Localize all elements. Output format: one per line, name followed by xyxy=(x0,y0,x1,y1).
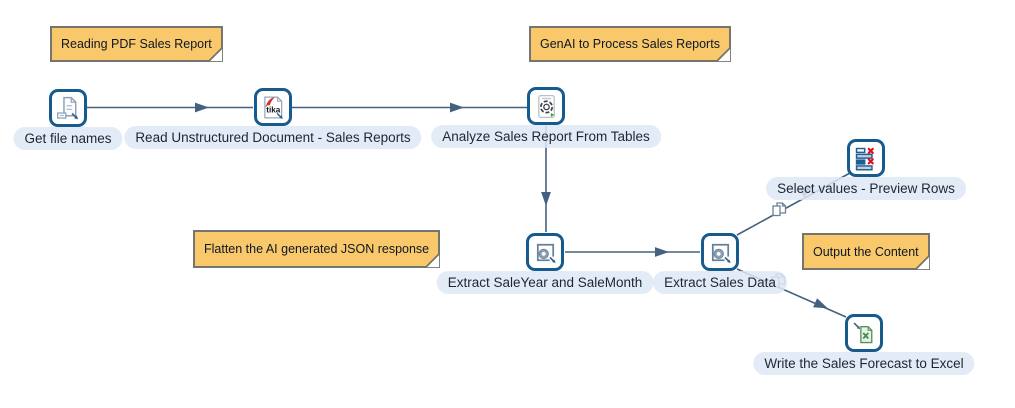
svg-text:tika: tika xyxy=(266,105,281,114)
folded-corner-icon xyxy=(715,47,731,62)
annotation-text: GenAI to Process Sales Reports xyxy=(540,37,720,51)
connector-get-file-names-to-read-unstructured[interactable] xyxy=(87,102,253,113)
node-select-values[interactable] xyxy=(847,139,885,177)
node-extract-saleyear[interactable] xyxy=(526,233,564,271)
openai-genai-icon xyxy=(537,94,555,118)
annotation-genai[interactable]: GenAI to Process Sales Reports xyxy=(529,26,731,62)
extract-table-icon xyxy=(536,243,556,263)
node-read-unstructured[interactable]: tika xyxy=(254,88,292,126)
node-label-extract-sales-data[interactable]: Extract Sales Data xyxy=(653,271,787,294)
select-values-rows-icon xyxy=(855,147,874,170)
tika-document-icon: tika xyxy=(263,95,283,119)
folded-corner-icon xyxy=(425,253,441,268)
node-label-analyze-sales-report[interactable]: Analyze Sales Report From Tables xyxy=(431,125,661,148)
annotation-output[interactable]: Output the Content xyxy=(802,233,930,270)
folded-corner-icon xyxy=(914,255,930,270)
connector-extract-saleyear-to-extract-sales-data[interactable] xyxy=(565,247,700,257)
node-label-read-unstructured[interactable]: Read Unstructured Document - Sales Repor… xyxy=(124,126,422,149)
annotation-text: Flatten the AI generated JSON response xyxy=(204,242,430,256)
folded-corner-icon xyxy=(207,47,223,62)
document-files-icon xyxy=(56,96,78,119)
annotation-reading-pdf[interactable]: Reading PDF Sales Report xyxy=(50,26,223,62)
node-label-extract-saleyear[interactable]: Extract SaleYear and SaleMonth xyxy=(436,271,654,294)
node-get-file-names[interactable] xyxy=(49,89,87,127)
node-analyze-sales-report[interactable] xyxy=(527,87,565,125)
annotation-text: Output the Content xyxy=(813,244,919,259)
connector-read-unstructured-to-analyze-sales-report[interactable] xyxy=(292,102,527,113)
excel-file-icon xyxy=(853,322,872,343)
annotation-flatten-json[interactable]: Flatten the AI generated JSON response xyxy=(193,230,441,268)
extract-table-icon xyxy=(711,243,731,263)
annotation-text: Reading PDF Sales Report xyxy=(61,37,212,51)
node-label-select-values[interactable]: Select values - Preview Rows xyxy=(766,177,966,200)
node-label-get-file-names[interactable]: Get file names xyxy=(13,127,123,150)
node-extract-sales-data[interactable] xyxy=(701,233,739,271)
copied-pages-icon xyxy=(769,200,789,225)
node-label-write-excel[interactable]: Write the Sales Forecast to Excel xyxy=(753,352,975,375)
node-write-excel[interactable] xyxy=(845,314,883,352)
